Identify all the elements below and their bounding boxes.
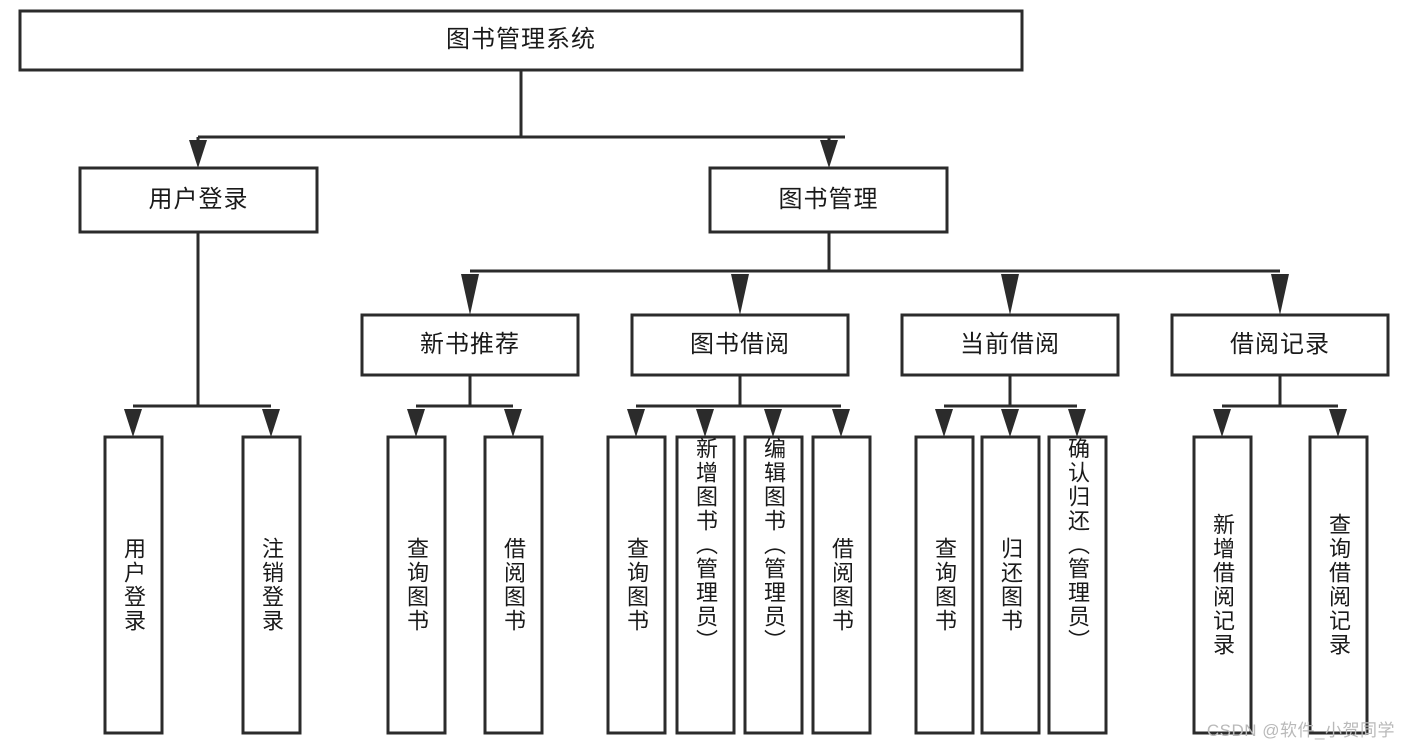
- connector-root-to-level2: [189, 70, 845, 168]
- node-box-book-management[interactable]: [708, 166, 949, 234]
- arrow-head-icon: [407, 409, 425, 437]
- node-box-leaf[interactable]: [1192, 435, 1253, 735]
- connector-borrowrecord-to-leaves: [1213, 375, 1347, 437]
- arrow-head-icon: [124, 409, 142, 437]
- node-box-leaf[interactable]: [914, 435, 975, 735]
- arrow-head-icon: [1068, 409, 1086, 437]
- arrow-head-icon: [731, 274, 749, 315]
- arrow-head-icon: [820, 140, 838, 168]
- connector-bookmgmt-to-level3: [461, 232, 1289, 315]
- arrow-head-icon: [696, 409, 714, 437]
- arrow-head-icon: [1271, 274, 1289, 315]
- arrow-head-icon: [832, 409, 850, 437]
- connector-bookborrow-to-leaves: [627, 375, 850, 437]
- arrow-head-icon: [627, 409, 645, 437]
- arrow-head-icon: [1213, 409, 1231, 437]
- arrow-head-icon: [262, 409, 280, 437]
- node-box-user-login[interactable]: [78, 166, 319, 234]
- node-box-leaf[interactable]: [743, 435, 804, 735]
- connector-userlogin-to-leaves: [124, 232, 280, 437]
- arrow-head-icon: [1329, 409, 1347, 437]
- watermark-text: CSDN @软件_小贺同学: [1206, 721, 1395, 740]
- node-box-leaf[interactable]: [386, 435, 447, 735]
- node-box-root[interactable]: [18, 9, 1024, 72]
- node-box-current-borrow[interactable]: [900, 313, 1120, 377]
- arrow-head-icon: [461, 274, 479, 315]
- node-box-leaf[interactable]: [811, 435, 872, 735]
- node-box-leaf[interactable]: [980, 435, 1041, 735]
- arrow-head-icon: [935, 409, 953, 437]
- connector-currentborrow-to-leaves: [935, 375, 1086, 437]
- node-box-leaf[interactable]: [103, 435, 164, 735]
- arrow-head-icon: [1001, 409, 1019, 437]
- node-box-leaf[interactable]: [1047, 435, 1108, 735]
- node-box-leaf[interactable]: [1308, 435, 1369, 735]
- node-box-leaf[interactable]: [606, 435, 667, 735]
- arrow-head-icon: [504, 409, 522, 437]
- node-box-borrow-record[interactable]: [1170, 313, 1390, 377]
- arrow-head-icon: [1001, 274, 1019, 315]
- node-box-book-borrow[interactable]: [630, 313, 850, 377]
- arrow-head-icon: [764, 409, 782, 437]
- node-box-leaf[interactable]: [483, 435, 544, 735]
- node-box-new-book-recommend[interactable]: [360, 313, 580, 377]
- arrow-head-icon: [189, 140, 207, 168]
- node-box-leaf[interactable]: [675, 435, 736, 735]
- connector-newbook-to-leaves: [407, 375, 522, 437]
- node-box-leaf[interactable]: [241, 435, 302, 735]
